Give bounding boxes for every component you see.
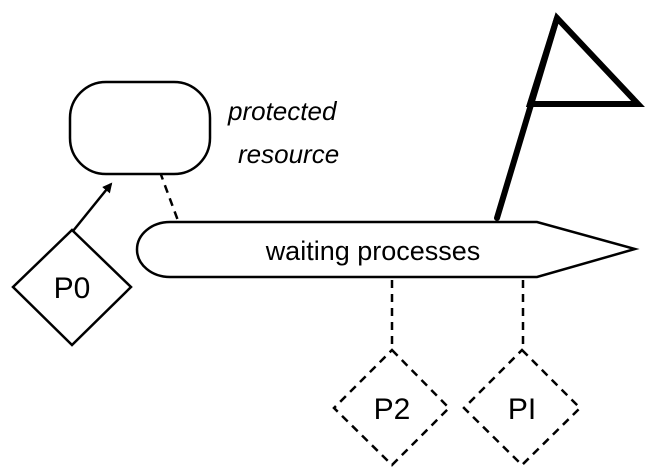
waiting-queue-shape: [135, 220, 640, 279]
flag-icon: [494, 12, 645, 221]
resource-label-line1: protected: [227, 96, 338, 126]
p0-arrow: [72, 182, 113, 232]
protected-resource-box: [68, 80, 212, 176]
process-p0: P0: [11, 228, 133, 347]
process-pi-label: PI: [508, 393, 536, 426]
process-p2-label: P2: [374, 393, 411, 426]
process-pi: PI: [462, 348, 582, 467]
process-p2: P2: [332, 348, 451, 467]
resource-label-line2: resource: [238, 139, 339, 169]
resource-queue-connector: [158, 171, 182, 227]
process-p0-label: P0: [54, 272, 91, 305]
queue-label: waiting processes: [265, 236, 481, 266]
